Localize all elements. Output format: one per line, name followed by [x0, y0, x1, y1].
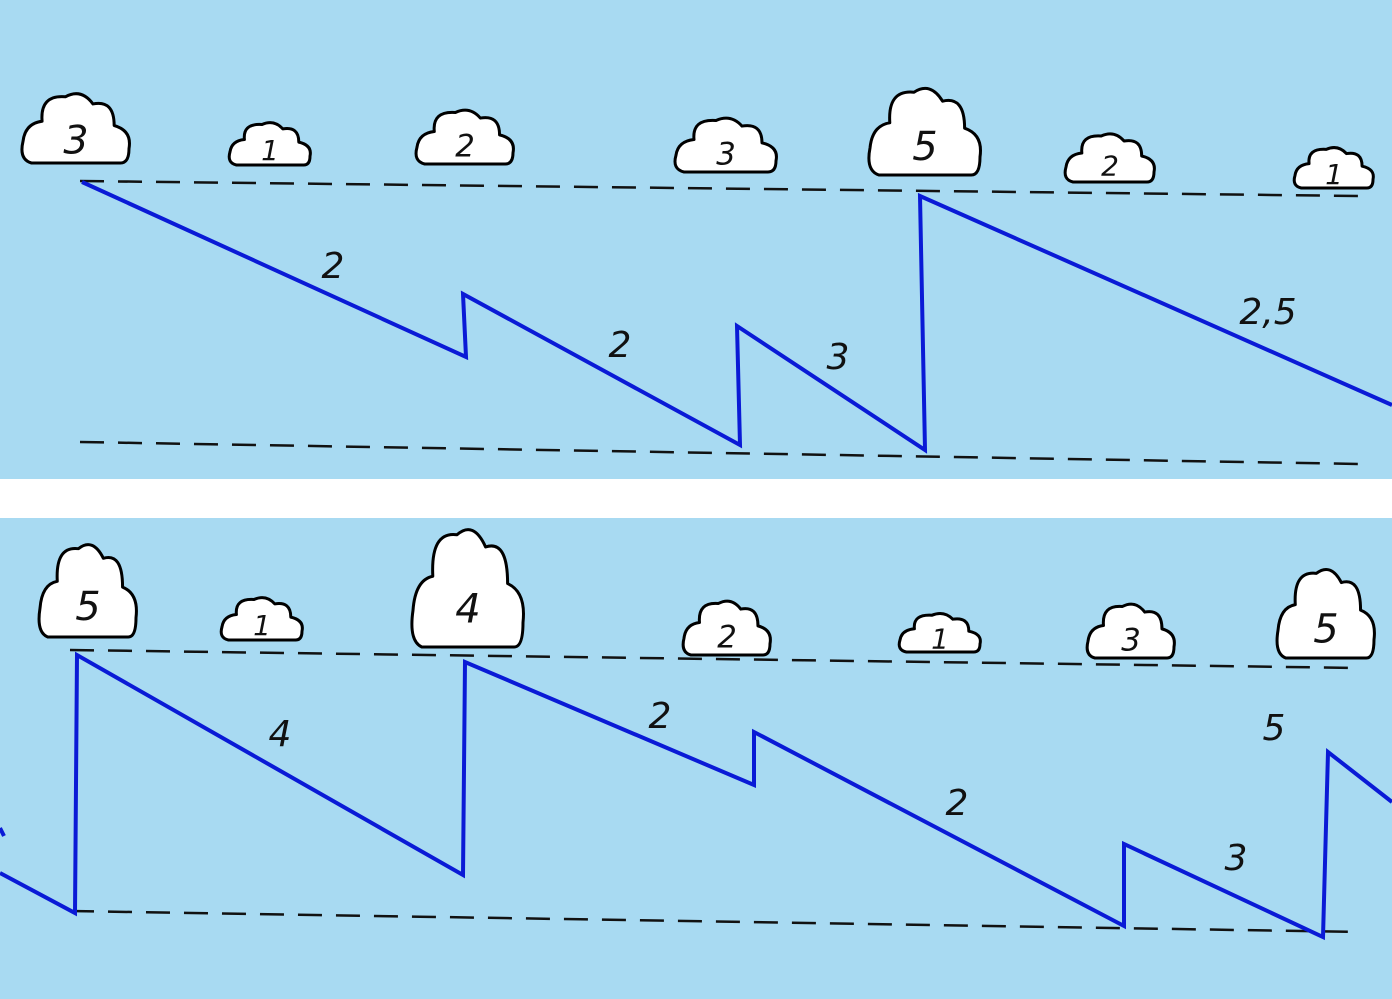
cloud-bottom-2: 1: [219, 596, 304, 642]
cloud-bottom-7: 5: [1275, 567, 1376, 660]
bottom-profile-stub: [0, 827, 6, 837]
bottom-upper-dashed-line: [69, 648, 1361, 670]
cloud-top-4: 3: [673, 116, 778, 174]
panel-top: [0, 0, 1392, 479]
segment-label-top-3: 3: [827, 337, 850, 378]
segment-label-bottom-2: 2: [649, 696, 672, 737]
cloud-strength-label: 2: [717, 619, 737, 655]
panel-divider: [0, 479, 1392, 518]
cloud-bottom-3: 4: [410, 528, 525, 649]
cloud-strength-label: 2: [455, 128, 475, 164]
cloud-top-1: 3: [20, 92, 131, 165]
cloud-top-7: 1: [1292, 146, 1375, 191]
top-panel-guides: [79, 179, 1361, 466]
cloud-bottom-4: 2: [681, 599, 772, 657]
cloud-shape-icon: [1275, 567, 1376, 660]
bottom-panel-guides: [69, 648, 1361, 934]
cloud-strength-label: 4: [455, 586, 480, 632]
segment-label-bottom-4: 3: [1225, 838, 1248, 879]
segment-label-bottom-5: 5: [1263, 708, 1286, 749]
top-flight-profile: [81, 180, 1392, 454]
clouds-layer: 3 1 2 3 5 2 1 5 1 4 2 1 3 5: [20, 86, 1376, 660]
cloud-shape-icon: [414, 108, 515, 166]
cloud-bottom-6: 3: [1085, 602, 1176, 660]
segment-label-bottom-1: 4: [269, 714, 292, 755]
cloud-shape-icon: [37, 543, 138, 639]
cloud-bottom-1: 5: [37, 543, 138, 639]
cloud-shape-icon: [867, 86, 982, 177]
cloud-shape-icon: [227, 121, 312, 167]
cloud-strength-label: 3: [63, 117, 88, 163]
top-lower-dashed-line: [79, 440, 1361, 466]
cloud-shape-icon: [1063, 132, 1156, 184]
cloud-top-2: 1: [227, 121, 312, 167]
cloud-shape-icon: [681, 599, 772, 657]
bottom-flight-profile: [0, 651, 1392, 941]
cloud-shape-icon: [1085, 602, 1176, 660]
cloud-strength-label: 5: [1313, 606, 1338, 652]
cloud-strength-label: 1: [261, 134, 279, 167]
cloud-top-5: 5: [867, 86, 982, 177]
cloud-shape-icon: [20, 92, 131, 165]
cloud-top-3: 2: [414, 108, 515, 166]
cloud-strength-label: 2: [1101, 149, 1119, 182]
cloud-bottom-5: 1: [897, 612, 982, 655]
cloud-strength-label: 1: [1325, 158, 1343, 191]
cloud-shape-icon: [897, 612, 982, 654]
segment-label-top-4: 2,5: [1239, 292, 1296, 333]
cloud-shape-icon: [673, 116, 778, 174]
segment-label-top-1: 2: [322, 246, 345, 287]
cloud-strength-label: 1: [931, 622, 949, 655]
cloud-strength-label: 5: [75, 584, 100, 630]
cloud-shape-icon: [410, 528, 525, 649]
segment-labels-layer: 2 2 3 2,5 4 2 2 3 5: [269, 246, 1297, 879]
cloud-strength-label: 3: [1121, 622, 1141, 658]
cloud-strength-label: 3: [716, 136, 736, 172]
cloud-shape-icon: [219, 596, 304, 642]
bottom-lower-dashed-line: [69, 909, 1361, 934]
cloud-strength-label: 5: [912, 124, 937, 170]
cloud-shape-icon: [1292, 146, 1375, 190]
segment-label-top-2: 2: [609, 325, 632, 366]
top-upper-dashed-line: [79, 179, 1361, 198]
segment-label-bottom-3: 2: [946, 783, 969, 824]
cloud-top-6: 2: [1063, 132, 1156, 184]
cloud-strength-label: 1: [253, 609, 271, 642]
